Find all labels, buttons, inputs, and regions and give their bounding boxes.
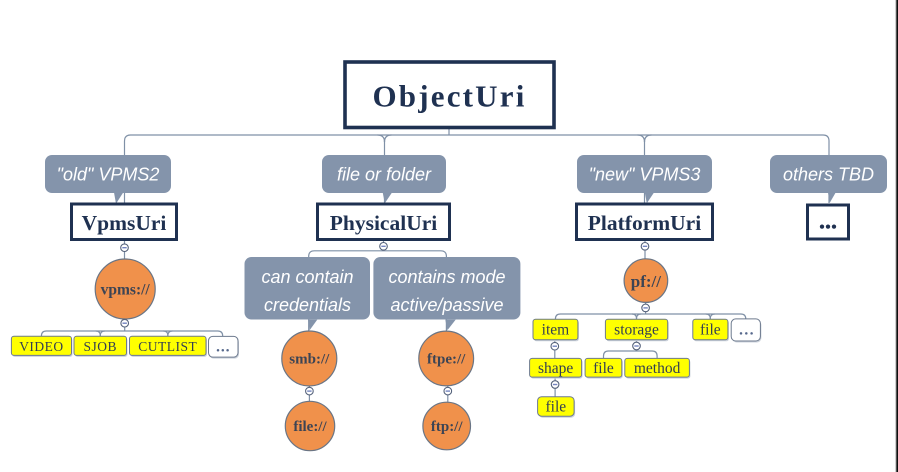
svg-text:file: file bbox=[546, 398, 567, 415]
svg-text:can contain: can contain bbox=[261, 267, 353, 287]
svg-text:"old" VPMS2: "old" VPMS2 bbox=[57, 165, 160, 185]
svg-text:ObjectUri: ObjectUri bbox=[372, 78, 526, 113]
svg-text:PlatformUri: PlatformUri bbox=[588, 211, 701, 235]
svg-text:VpmsUri: VpmsUri bbox=[82, 211, 167, 235]
svg-text:ftp://: ftp:// bbox=[431, 419, 463, 435]
svg-text:shape: shape bbox=[538, 360, 573, 377]
svg-text:SJOB: SJOB bbox=[83, 339, 117, 354]
svg-text:credentials: credentials bbox=[264, 295, 351, 315]
svg-text:storage: storage bbox=[614, 322, 659, 339]
svg-text:VIDEO: VIDEO bbox=[19, 339, 64, 354]
svg-text:"new" VPMS3: "new" VPMS3 bbox=[589, 165, 701, 185]
svg-text:item: item bbox=[542, 322, 570, 339]
svg-text:file: file bbox=[593, 360, 614, 377]
svg-text:file: file bbox=[700, 322, 721, 339]
svg-text:method: method bbox=[634, 360, 681, 377]
svg-text:pf://: pf:// bbox=[631, 272, 662, 291]
svg-text:smb://: smb:// bbox=[289, 352, 330, 368]
svg-text:contains mode: contains mode bbox=[388, 267, 505, 287]
svg-text:file or folder: file or folder bbox=[337, 165, 432, 185]
svg-text:CUTLIST: CUTLIST bbox=[138, 339, 197, 354]
svg-text:ftpe://: ftpe:// bbox=[427, 352, 466, 368]
svg-text:others TBD: others TBD bbox=[783, 165, 874, 185]
svg-text:file://: file:// bbox=[293, 419, 327, 435]
svg-text:active/passive: active/passive bbox=[390, 295, 503, 315]
svg-text:PhysicalUri: PhysicalUri bbox=[330, 211, 438, 235]
svg-text:vpms://: vpms:// bbox=[101, 282, 151, 299]
